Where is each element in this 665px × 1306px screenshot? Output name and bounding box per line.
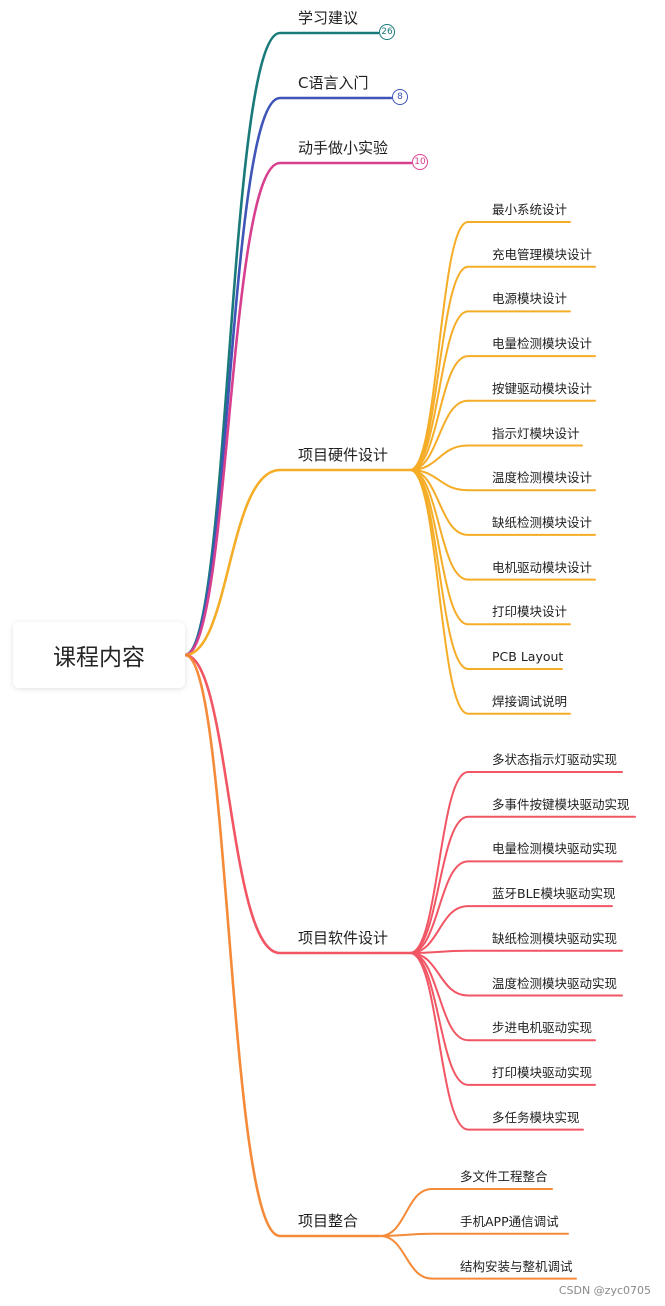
branch-study-label[interactable]: 学习建议	[298, 9, 359, 27]
branch-sw-child-5[interactable]: 温度检测模块驱动实现	[492, 975, 618, 991]
branch-hw-child-4[interactable]: 按键驱动模块设计	[492, 380, 593, 396]
branch-sw-child-2[interactable]: 电量检测模块驱动实现	[492, 841, 618, 857]
branch-int-child-1[interactable]: 手机APP通信调试	[460, 1213, 559, 1229]
connector-hw-child-7	[409, 469, 596, 536]
connector-hw-child-0	[409, 221, 571, 471]
branch-hw-child-0[interactable]: 最小系统设计	[492, 202, 568, 217]
branch-study-collapse-badge[interactable]: 26	[379, 24, 395, 40]
branch-int-label[interactable]: 项目整合	[298, 1212, 359, 1230]
connector-sw-child-1	[409, 815, 636, 954]
connector-sw-child-4	[409, 949, 623, 954]
connector-hw-child-2	[409, 310, 571, 471]
connector-hw-child-5	[409, 444, 583, 471]
branch-hw-child-2[interactable]: 电源模块设计	[492, 291, 568, 307]
branch-hw-child-1[interactable]: 充电管理模块设计	[492, 246, 593, 262]
branch-clang-label[interactable]: C语言入门	[298, 74, 369, 92]
connector-exp	[183, 161, 413, 657]
branch-int-child-0[interactable]: 多文件工程整合	[460, 1169, 548, 1184]
connector-sw-child-0	[409, 771, 623, 954]
root-node[interactable]: 课程内容	[13, 622, 185, 688]
branch-sw-child-1[interactable]: 多事件按键模块驱动实现	[492, 796, 630, 812]
branch-sw-child-4[interactable]: 缺纸检测模块驱动实现	[492, 930, 618, 946]
connector-sw-child-7	[409, 952, 596, 1086]
branch-sw-child-6[interactable]: 步进电机驱动实现	[492, 1020, 593, 1036]
branch-hw-child-10[interactable]: PCB Layout	[492, 649, 564, 664]
connector-hw-child-4	[409, 399, 596, 471]
connector-hw	[183, 468, 412, 657]
root-node-label: 课程内容	[53, 645, 145, 671]
branch-hw-label[interactable]: 项目硬件设计	[298, 446, 389, 464]
branch-hw-child-3[interactable]: 电量检测模块设计	[492, 336, 593, 352]
branch-hw-child-5[interactable]: 指示灯模块设计	[492, 425, 580, 441]
branch-sw-child-8[interactable]: 多任务模块实现	[492, 1109, 580, 1125]
connector-sw	[183, 653, 412, 955]
branch-hw-child-8[interactable]: 电机驱动模块设计	[492, 559, 593, 575]
branch-sw-label[interactable]: 项目软件设计	[298, 929, 389, 947]
branch-sw-child-0[interactable]: 多状态指示灯驱动实现	[492, 752, 618, 767]
connector-int-child-1	[379, 1232, 569, 1237]
branch-int-child-2[interactable]: 结构安装与整机调试	[460, 1258, 573, 1274]
branch-clang-collapse-badge[interactable]: 8	[392, 89, 408, 105]
connector-sw-child-6	[409, 952, 596, 1042]
branch-hw-child-9[interactable]: 打印模块设计	[492, 604, 568, 620]
connector-hw-child-9	[409, 469, 571, 626]
connector-hw-child-6	[409, 469, 596, 492]
connector-hw-child-11	[409, 469, 571, 715]
branch-sw-child-7[interactable]: 打印模块驱动实现	[492, 1064, 593, 1080]
connector-clang	[183, 96, 393, 657]
branch-exp-label[interactable]: 动手做小实验	[298, 139, 389, 157]
branch-sw-child-3[interactable]: 蓝牙BLE模块驱动实现	[492, 886, 616, 902]
branch-hw-child-11[interactable]: 焊接调试说明	[492, 693, 568, 709]
connector-sw-child-5	[409, 952, 623, 997]
connector-sw-child-3	[409, 905, 613, 954]
branch-hw-child-7[interactable]: 缺纸检测模块设计	[492, 514, 593, 530]
connector-hw-child-3	[409, 355, 596, 471]
connector-int-child-2	[379, 1235, 577, 1280]
watermark: CSDN @zyc0705	[558, 1284, 651, 1297]
connector-int	[183, 653, 382, 1238]
connector-sw-child-2	[409, 860, 623, 954]
branch-exp-collapse-badge[interactable]: 10	[412, 154, 428, 170]
connector-hw-child-1	[409, 265, 596, 471]
branch-hw-child-6[interactable]: 温度检测模块设计	[492, 470, 593, 486]
connector-int-child-0	[379, 1188, 553, 1237]
connector-sw-child-8	[409, 952, 584, 1131]
